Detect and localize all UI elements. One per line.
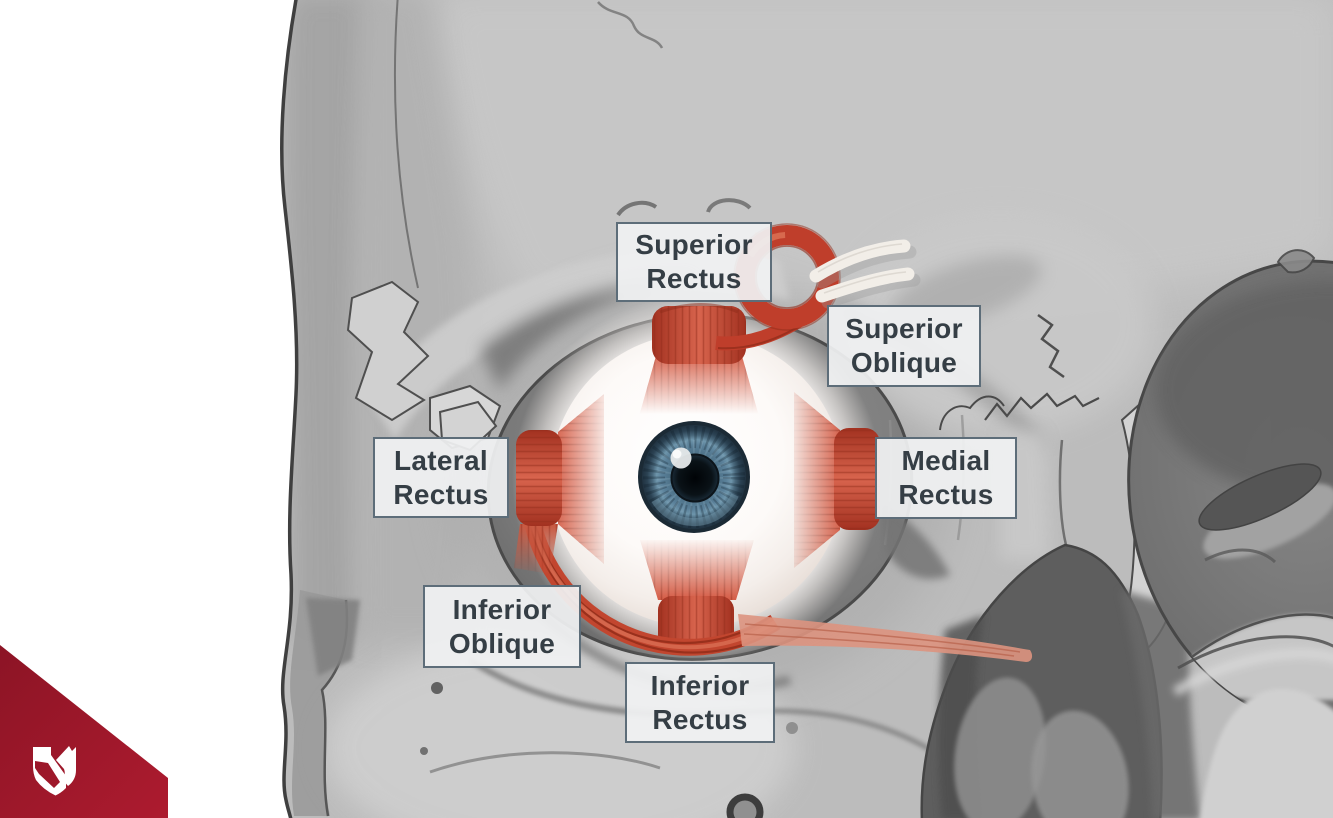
skull-outline	[280, 0, 299, 818]
label-lateral-rectus: Lateral Rectus	[373, 437, 509, 518]
label-inferior-rectus: Inferior Rectus	[625, 662, 775, 743]
iris	[638, 421, 750, 533]
label-line: Rectus	[898, 479, 994, 510]
medial-rectus-muscle	[794, 392, 880, 568]
label-line: Inferior	[452, 593, 552, 625]
label-line: Medial	[901, 445, 991, 476]
label-superior-rectus: Superior Rectus	[616, 222, 772, 302]
superior-oblique-tendon	[809, 239, 921, 309]
eye-assembly	[512, 223, 1033, 665]
label-line: Superior	[845, 313, 963, 344]
label-line: Lateral	[394, 444, 488, 476]
brand-ribbon	[0, 645, 168, 818]
label-line: Oblique	[850, 347, 958, 378]
label-medial-rectus: Medial Rectus	[875, 437, 1017, 519]
label-line: Inferior	[650, 669, 750, 701]
superior-orbital-fissure	[1198, 463, 1322, 531]
ribbon-shape	[0, 645, 168, 818]
lateral-rectus-muscle	[514, 394, 604, 574]
label-line: Superior	[635, 229, 753, 260]
suture-bone-fragment	[346, 280, 430, 422]
label-line: Rectus	[652, 703, 748, 735]
eye-highlight	[670, 447, 692, 469]
superior-rectus-muscle	[638, 232, 775, 420]
label-line: Rectus	[646, 263, 742, 294]
label-superior-oblique: Superior Oblique	[827, 305, 981, 387]
infraorbital-foramen	[431, 682, 443, 694]
unmc-shield-logo	[33, 746, 76, 796]
label-inferior-oblique: Inferior Oblique	[423, 585, 581, 668]
label-line: Rectus	[393, 478, 489, 510]
label-line: Oblique	[448, 627, 556, 659]
